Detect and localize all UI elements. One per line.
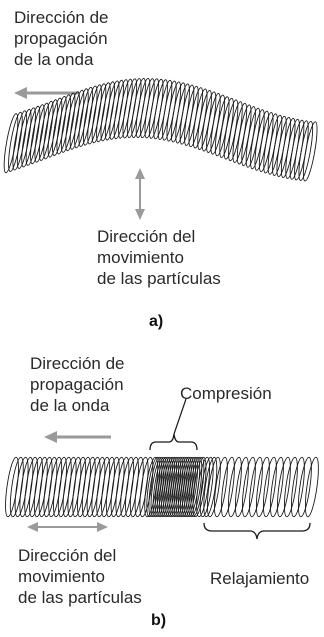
transverse-spring: [3, 77, 318, 182]
compression-leader-line: [173, 398, 187, 435]
longitudinal-spring: [5, 456, 319, 518]
particle-motion-arrow-b: [27, 522, 108, 532]
particle-motion-arrow-a: [135, 168, 145, 220]
compression-brace: [149, 433, 198, 451]
rarefaction-label: Relajamiento: [210, 569, 310, 588]
propagation-direction-label-b: Dirección de propagación de la onda: [30, 354, 125, 415]
particle-direction-label-a: Dirección del movimiento de las partícul…: [97, 227, 221, 288]
propagation-arrow-b: [44, 431, 111, 443]
propagation-arrow-a: [14, 87, 79, 99]
propagation-direction-label-a: Dirección de propagación de la onda: [14, 8, 109, 69]
particle-direction-label-b: Dirección del movimiento de las partícul…: [18, 546, 142, 607]
figure-caption-b: b): [151, 612, 167, 629]
rarefaction-brace: [203, 522, 311, 540]
compression-label: Compresión: [180, 384, 272, 403]
figure-caption-a: a): [149, 313, 164, 330]
